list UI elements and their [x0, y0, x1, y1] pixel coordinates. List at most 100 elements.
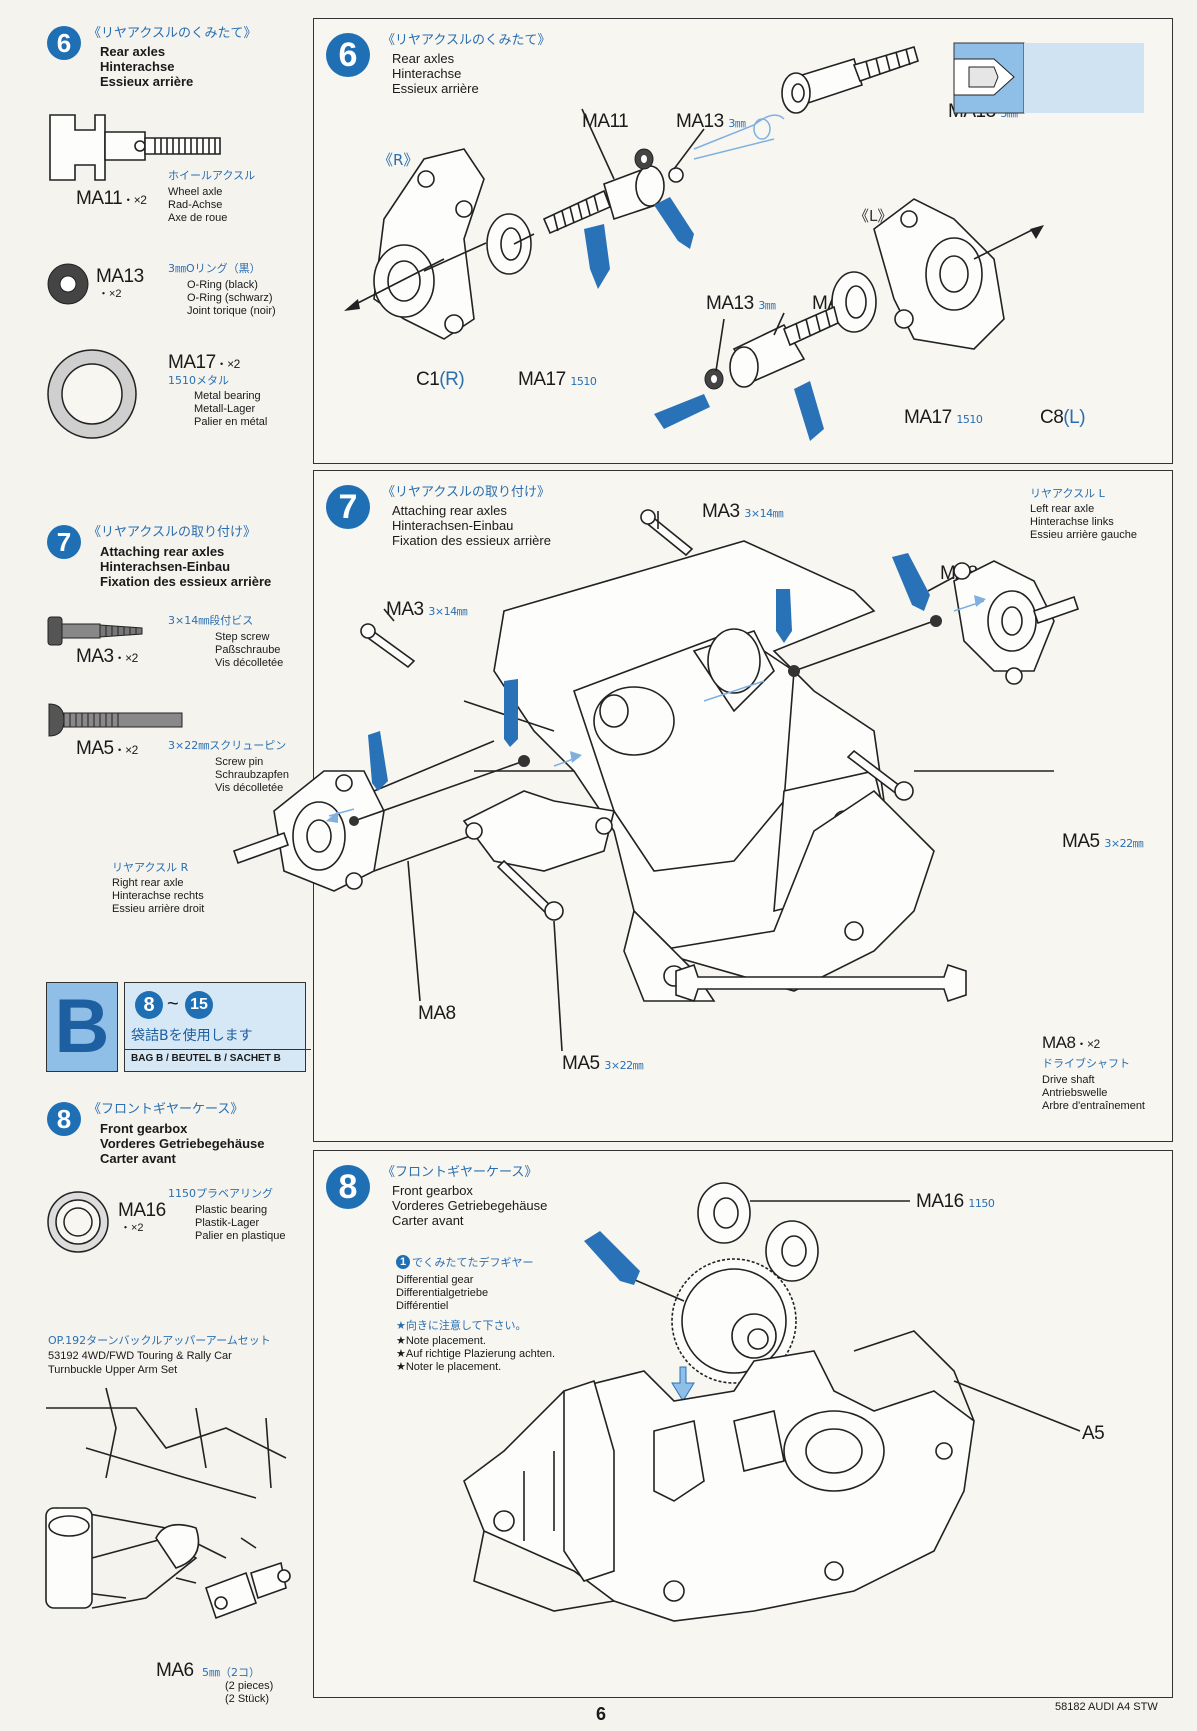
- panel6-r-label: 《R》: [378, 151, 419, 169]
- panel6-ma13c: MA13 3㎜: [706, 293, 776, 314]
- ma16-label: MA16: [118, 1200, 166, 1221]
- left-rear-axle-de: Hinterachse links: [1030, 516, 1114, 528]
- ma3-fr: Vis décolletée: [215, 657, 284, 669]
- ma17-fr: Palier en métal: [194, 416, 268, 428]
- option-title-jp: OP.192ターンバックルアッパーアームセット: [48, 1334, 271, 1347]
- ma16-de: Plastik-Lager: [195, 1217, 260, 1229]
- ma13-de: O-Ring (schwarz): [187, 292, 273, 304]
- diff-en: Differential gear: [396, 1274, 474, 1286]
- option-line1: 53192 4WD/FWD Touring & Rally Car: [48, 1350, 232, 1362]
- ma3-jp: 3×14㎜段付ビス: [168, 614, 254, 627]
- panel7-ma3-top: MA3 3×14㎜: [702, 501, 784, 522]
- drive-shaft-fr: Arbre d'entraînement: [1042, 1100, 1145, 1112]
- panel7-ma5-right: MA5 3×22㎜: [1062, 831, 1144, 852]
- step8-number-badge: 8: [47, 1102, 81, 1136]
- ma11-en: Wheel axle: [168, 186, 223, 198]
- panel6-title-en: Rear axles: [392, 51, 455, 66]
- bag-letter: B: [54, 984, 110, 1069]
- step8-title-en: Front gearbox: [100, 1121, 188, 1136]
- ma13-en: O-Ring (black): [187, 279, 258, 291]
- footer-model: 58182 AUDI A4 STW: [1055, 1701, 1158, 1713]
- plastic-bearing-icon: [47, 1191, 109, 1253]
- diff-de: Differentialgetriebe: [396, 1287, 489, 1299]
- note-de: ★Auf richtige Plazierung achten.: [396, 1348, 556, 1360]
- panel6-number-badge: 6: [326, 33, 370, 77]
- step6-title-jp: 《リヤアクスルのくみたて》: [88, 26, 257, 41]
- panel7-title-fr: Fixation des essieux arrière: [392, 533, 551, 548]
- note-fr: ★Noter le placement.: [396, 1361, 502, 1373]
- step7-panel: 7 《リヤアクスルの取り付け》 Attaching rear axles Hin…: [112, 470, 1173, 1142]
- right-rear-axle-fr: Essieu arrière droit: [112, 903, 205, 915]
- option-upper-arm-drawing: [45, 1387, 291, 1620]
- ma11-de: Rad-Achse: [168, 199, 223, 211]
- panel6-c8: C8(L): [1040, 407, 1086, 428]
- ma3-de: Paßschraube: [215, 644, 281, 656]
- bag-info-box: 8 ~ 15 袋詰Bを使用します BAG B / BEUTEL B / SACH…: [124, 982, 311, 1072]
- bag-step-tilde: ~: [167, 993, 179, 1015]
- ma16-jp: 1150プラベアリング: [168, 1187, 273, 1200]
- step7-title-jp: 《リヤアクスルの取り付け》: [88, 525, 256, 540]
- panel7-title-jp: 《リヤアクスルの取り付け》: [382, 485, 550, 500]
- panel7-ma5-bottom: MA5 3×22㎜: [562, 1053, 644, 1074]
- panel6-ma13a: MA13 3㎜: [676, 111, 746, 132]
- panel6-ma11a: MA11: [582, 111, 629, 132]
- ma11-fr: Axe de roue: [168, 212, 228, 224]
- note-en: ★Note placement.: [396, 1335, 486, 1347]
- left-rear-axle-en: Left rear axle: [1030, 503, 1095, 515]
- panel8-a5: A5: [1082, 1423, 1105, 1444]
- panel8-ma16: MA16 1150: [916, 1191, 995, 1212]
- ma5-jp: 3×22㎜スクリューピン: [168, 739, 287, 752]
- metal-bearing-icon: [47, 349, 137, 439]
- bag-step-from: 8: [135, 991, 163, 1019]
- panel7-assembly-drawing: [232, 509, 1080, 1052]
- step6-panel: 6 《リヤアクスルのくみたて》 Rear axles Hinterachse E…: [313, 18, 1173, 464]
- o-ring-icon: [47, 263, 89, 305]
- left-rear-axle-fr: Essieu arrière gauche: [1030, 529, 1138, 541]
- option-line2: Turnbuckle Upper Arm Set: [48, 1364, 178, 1376]
- ma5-fr: Vis décolletée: [215, 782, 284, 794]
- step7-number-badge: 7: [47, 525, 81, 559]
- ma11-label: MA11・×2: [76, 188, 147, 209]
- ma16-qty: ・×2: [120, 1222, 144, 1234]
- drive-shaft-label: MA8・×2: [1042, 1033, 1100, 1052]
- diff-jp: でくみたてたデフギヤー: [412, 1256, 534, 1269]
- panel6-l-label: 《L》: [854, 207, 893, 225]
- diff-step-badge: 1: [396, 1255, 410, 1269]
- ma6-pieces-de: (2 Stück): [225, 1693, 270, 1705]
- step6-number-badge: 6: [47, 26, 81, 60]
- panel8-gearbox-drawing: [463, 1182, 1081, 1622]
- bag-jp: 袋詰Bを使用します: [131, 1028, 253, 1044]
- panel6-ma17a: MA17 1510: [518, 369, 597, 390]
- ma17-label: MA17・×2: [168, 352, 240, 373]
- panel6-title-jp: 《リヤアクスルのくみたて》: [382, 33, 551, 48]
- drive-shaft-en: Drive shaft: [1042, 1074, 1095, 1086]
- ma5-label: MA5・×2: [76, 738, 138, 759]
- bag-letter-box: B: [46, 982, 118, 1072]
- ma5-de: Schraubzapfen: [215, 769, 289, 781]
- right-rear-axle-jp: リヤアクスル R: [112, 861, 189, 874]
- ma13-label: MA13: [96, 266, 144, 287]
- left-rear-axle-jp: リヤアクスル L: [1030, 487, 1105, 500]
- step7-title-de: Hinterachsen-Einbau: [100, 559, 231, 574]
- step8-title-fr: Carter avant: [100, 1151, 176, 1166]
- step6-title-en: Rear axles: [100, 44, 166, 59]
- panel8-title-de: Vorderes Getriebegehäuse: [392, 1198, 548, 1213]
- panel8-title-fr: Carter avant: [392, 1213, 464, 1228]
- step8-title-de: Vorderes Getriebegehäuse: [100, 1136, 265, 1151]
- panel7-number-badge: 7: [326, 485, 370, 529]
- step-screw-drawing: [47, 616, 143, 646]
- ma13-jp: 3㎜Oリング（黒）: [168, 262, 261, 275]
- ma17-de: Metall-Lager: [194, 403, 256, 415]
- panel8-number-badge: 8: [326, 1165, 370, 1209]
- right-rear-axle-en: Right rear axle: [112, 877, 184, 889]
- note-jp: ★向きに注意して下さい。: [396, 1319, 527, 1332]
- right-rear-axle-de: Hinterachse rechts: [112, 890, 204, 902]
- bag-step-to: 15: [185, 991, 213, 1019]
- ma6-label: MA6: [156, 1660, 194, 1681]
- ma13-fr: Joint torique (noir): [187, 305, 276, 317]
- ma17-en: Metal bearing: [194, 390, 261, 402]
- panel7-title-de: Hinterachsen-Einbau: [392, 518, 514, 533]
- wheel-axle-drawing: [49, 114, 221, 181]
- ma17-jp: 1510メタル: [168, 374, 229, 387]
- panel7-title-en: Attaching rear axles: [392, 503, 507, 518]
